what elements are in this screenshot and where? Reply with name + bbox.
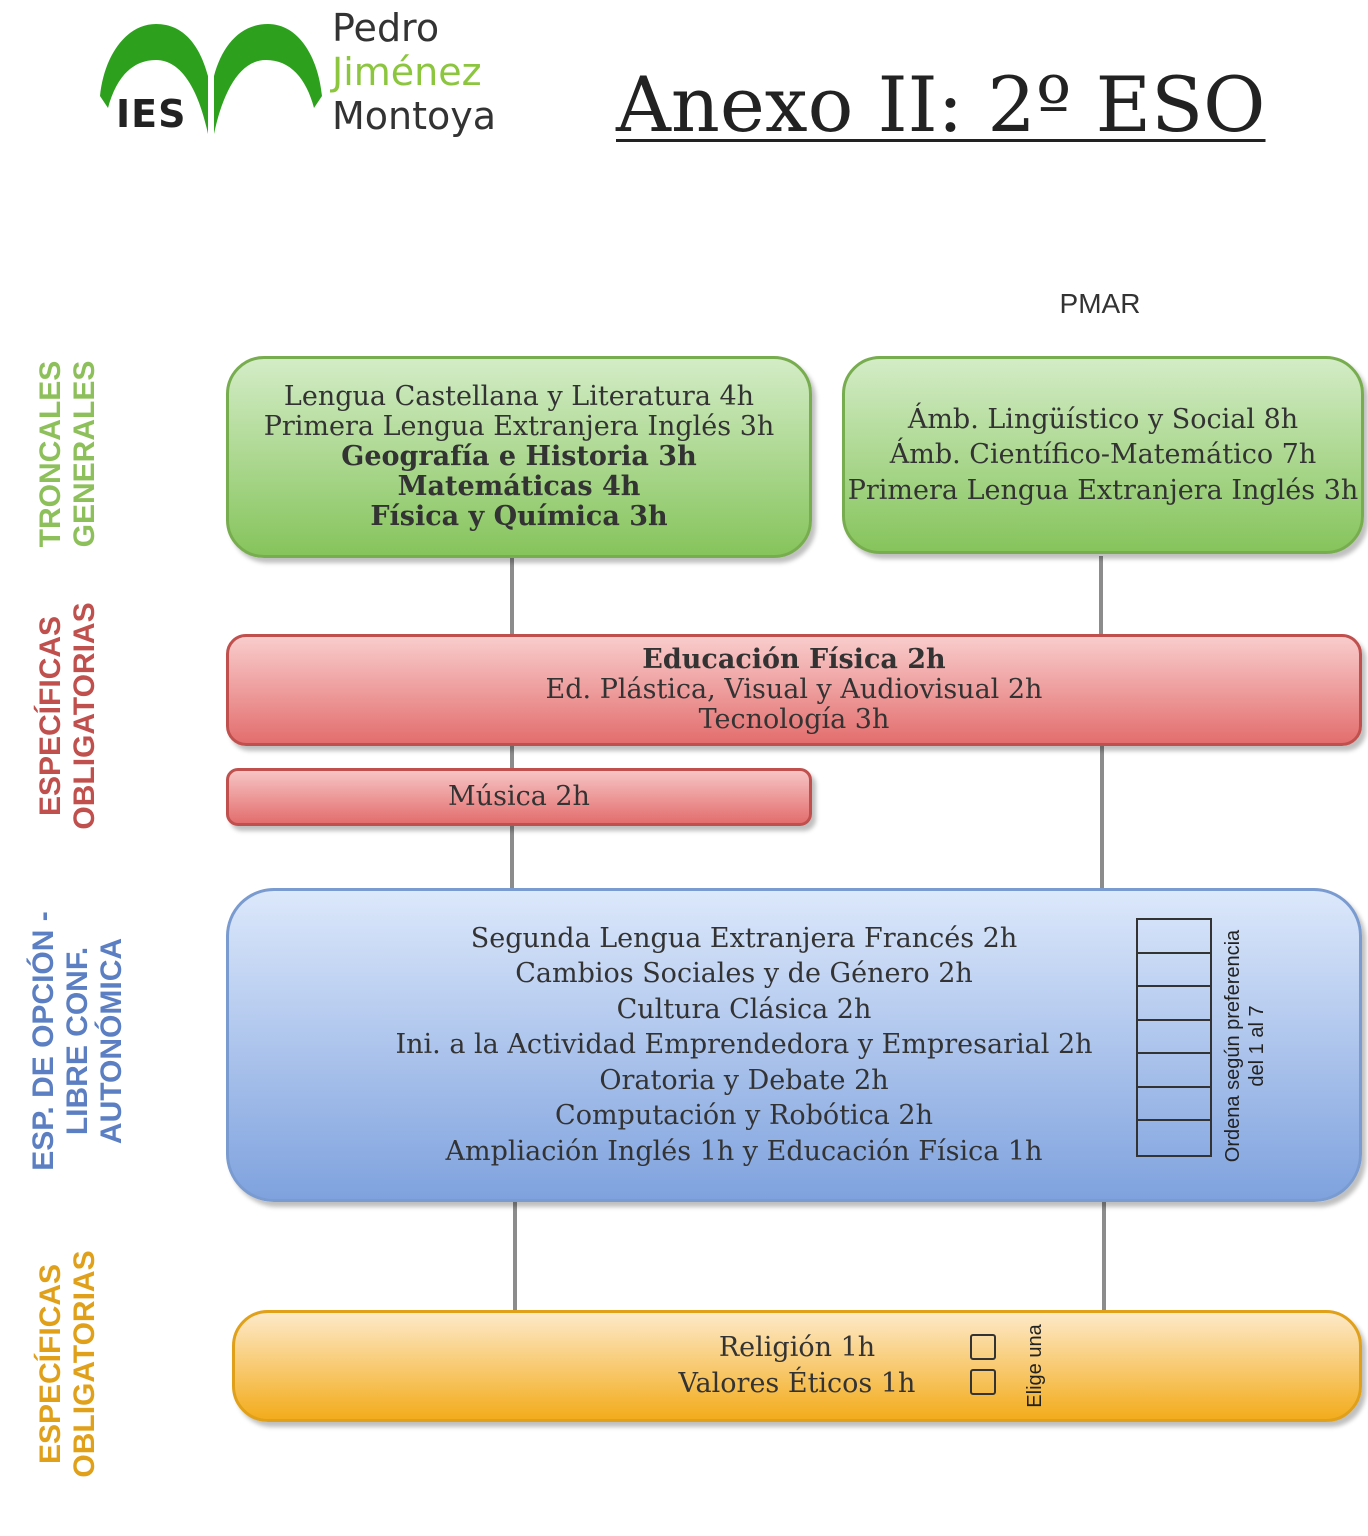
rank-input-cell[interactable]	[1138, 1021, 1210, 1054]
side-label-line: GENERALES	[68, 360, 101, 548]
side-label-especificas-1: ESPECÍFICAS OBLIGATORIAS	[34, 586, 102, 846]
troncales-general-box: Lengua Castellana y Literatura 4h Primer…	[226, 356, 812, 558]
side-label-line: TRONCALES	[34, 360, 67, 548]
subject-item: Ini. a la Actividad Emprendedora y Empre…	[395, 1029, 1093, 1061]
logo-name-line1: Pedro	[332, 6, 440, 50]
subject-item: Segunda Lengua Extranjera Francés 2h	[470, 922, 1018, 954]
subject-item: Ámb. Lingüístico y Social 8h	[907, 403, 1299, 435]
subject-item: Tecnología 3h	[698, 704, 890, 735]
subject-item: Geografía e Historia 3h	[341, 441, 697, 472]
preference-note: Ordena según preferencia del 1 al 7	[1221, 916, 1269, 1176]
logo-name-line2: Jiménez	[332, 50, 482, 94]
school-logo: IES Pedro Jiménez Montoya	[96, 6, 516, 138]
side-label-troncales: TRONCALES GENERALES	[34, 354, 102, 554]
subject-item: Religión 1h	[718, 1332, 876, 1363]
subject-item: Valores Éticos 1h	[678, 1368, 916, 1399]
preference-note-line: del 1 al 7	[1246, 1005, 1268, 1087]
subject-item: Ed. Plástica, Visual y Audiovisual 2h	[545, 674, 1043, 705]
logo-ies-text: IES	[116, 92, 187, 136]
side-label-line: ESP. DE OPCIÓN -	[27, 911, 60, 1171]
troncales-pmar-box: Ámb. Lingüístico y Social 8h Ámb. Cientí…	[842, 356, 1364, 554]
connector-line	[510, 556, 514, 636]
religion-box: Religión 1h Valores Éticos 1h	[232, 1310, 1362, 1422]
rank-input-cell[interactable]	[1138, 1088, 1210, 1121]
connector-line	[513, 1202, 517, 1310]
green-arch-logo-icon	[100, 24, 322, 134]
subject-item: Oratoria y Debate 2h	[599, 1064, 889, 1096]
side-label-opcion: ESP. DE OPCIÓN - LIBRE CONF. AUTONÓMICA	[27, 881, 129, 1201]
side-label-line: AUTONÓMICA	[95, 937, 128, 1145]
subject-item: Matemáticas 4h	[397, 471, 641, 502]
connector-line	[510, 826, 514, 890]
side-label-line: ESPECÍFICAS	[34, 1263, 67, 1465]
connector-line	[1102, 1202, 1106, 1310]
preference-rank-grid	[1136, 918, 1212, 1157]
rank-input-cell[interactable]	[1138, 1054, 1210, 1088]
subject-item: Física y Química 3h	[370, 501, 668, 532]
subject-item: Lengua Castellana y Literatura 4h	[283, 381, 755, 412]
subject-item: Ámb. Científico-Matemático 7h	[889, 439, 1317, 471]
subject-item: Música 2h	[448, 781, 590, 812]
especificas-obligatorias-box: Educación Física 2h Ed. Plástica, Visual…	[226, 634, 1362, 746]
subject-item: Educación Física 2h	[642, 644, 946, 675]
subject-item: Cultura Clásica 2h	[616, 993, 872, 1025]
rank-input-cell[interactable]	[1138, 920, 1210, 954]
side-label-line: OBLIGATORIAS	[68, 602, 101, 830]
connector-line	[1099, 556, 1103, 636]
subject-item: Ampliación Inglés 1h y Educación Física …	[445, 1135, 1043, 1167]
preference-note-line: Ordena según preferencia	[1222, 929, 1244, 1163]
subject-item: Primera Lengua Extranjera Inglés 3h	[263, 411, 775, 442]
subject-item: Cambios Sociales y de Género 2h	[515, 958, 973, 990]
side-label-line: OBLIGATORIAS	[68, 1250, 101, 1478]
logo-name-line3: Montoya	[332, 94, 497, 138]
connector-line	[510, 746, 514, 768]
subject-item: Computación y Robótica 2h	[555, 1100, 933, 1132]
religion-checkbox[interactable]	[970, 1334, 996, 1360]
musica-box: Música 2h	[226, 768, 812, 826]
subject-item: Primera Lengua Extranjera Inglés 3h	[847, 474, 1359, 506]
rank-input-cell[interactable]	[1138, 1121, 1210, 1155]
page-title: Anexo II: 2º ESO	[616, 60, 1266, 149]
pmar-label: PMAR	[1059, 288, 1141, 319]
connector-line	[1100, 746, 1104, 890]
rank-input-cell[interactable]	[1138, 954, 1210, 987]
choose-one-note: Elige una	[1024, 1324, 1046, 1408]
side-label-line: LIBRE CONF.	[61, 946, 94, 1136]
logo-school-name: Pedro Jiménez Montoya	[332, 6, 496, 138]
opcion-box: Segunda Lengua Extranjera Francés 2h Cam…	[226, 888, 1362, 1202]
valores-eticos-checkbox[interactable]	[970, 1369, 996, 1395]
side-label-line: ESPECÍFICAS	[34, 615, 67, 817]
rank-input-cell[interactable]	[1138, 987, 1210, 1021]
side-label-especificas-2: ESPECÍFICAS OBLIGATORIAS	[34, 1239, 102, 1489]
